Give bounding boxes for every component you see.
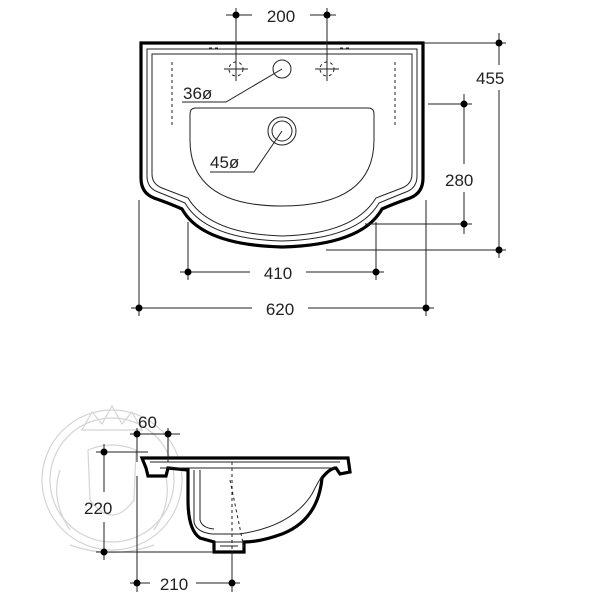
basin-rim-line-2: [151, 53, 413, 237]
dim-waste-offset: 210: [160, 575, 188, 594]
dim-tap-spacing: 200: [267, 7, 295, 26]
dim-bowl-depth: 280: [445, 171, 473, 190]
dim-rim-thickness: 60: [138, 413, 157, 432]
dim-overall-width: 620: [266, 300, 294, 319]
dim-tap-hole-diameter: 36ø: [183, 84, 212, 103]
tap-hole: [272, 59, 292, 79]
bowl-outline: [189, 107, 375, 207]
dim-bowl-width: 410: [264, 264, 292, 283]
waste-hole: [267, 116, 297, 146]
crest-watermark: [41, 404, 183, 554]
side-view: 60 220 210: [84, 413, 352, 594]
dim-waste-hole-diameter: 45ø: [210, 153, 239, 172]
top-view: 200 36ø 45ø 455 280 410 620: [131, 7, 506, 319]
dim-overall-depth: 455: [476, 69, 504, 88]
basin-rim-line: [146, 48, 418, 242]
dim-height: 220: [84, 499, 112, 518]
